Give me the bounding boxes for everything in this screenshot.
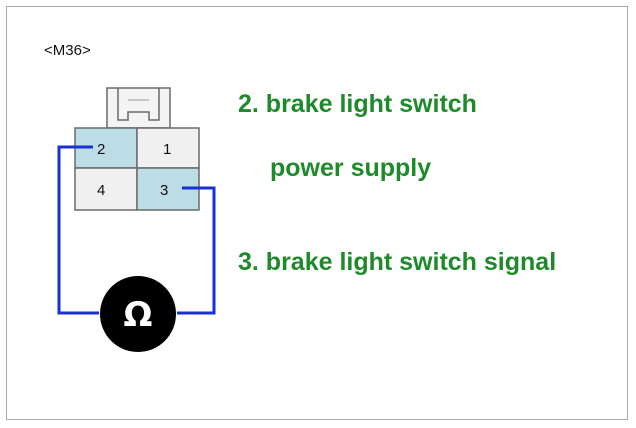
pin-4-cell — [74, 167, 138, 211]
pin-1-cell — [136, 127, 200, 169]
pin-3-label: 3 — [160, 182, 168, 199]
connector-id: <M36> — [44, 42, 91, 59]
ohmmeter-icon: Ω — [100, 276, 176, 352]
connector-body: 2 1 4 3 — [74, 127, 200, 211]
pin-2-label: 2 — [97, 141, 105, 158]
pin2-label-line1: 2. brake light switch — [238, 90, 477, 118]
connector-latch — [106, 87, 171, 129]
pin2-label-line2: power supply — [270, 154, 432, 182]
wire-pin2 — [57, 145, 99, 315]
wire-pin3 — [177, 186, 216, 315]
ohm-symbol: Ω — [124, 295, 153, 335]
pin-1-label: 1 — [163, 141, 171, 158]
diagram-frame — [6, 6, 628, 420]
pin-4-label: 4 — [97, 182, 105, 199]
pin3-label: 3. brake light switch signal — [238, 248, 557, 276]
